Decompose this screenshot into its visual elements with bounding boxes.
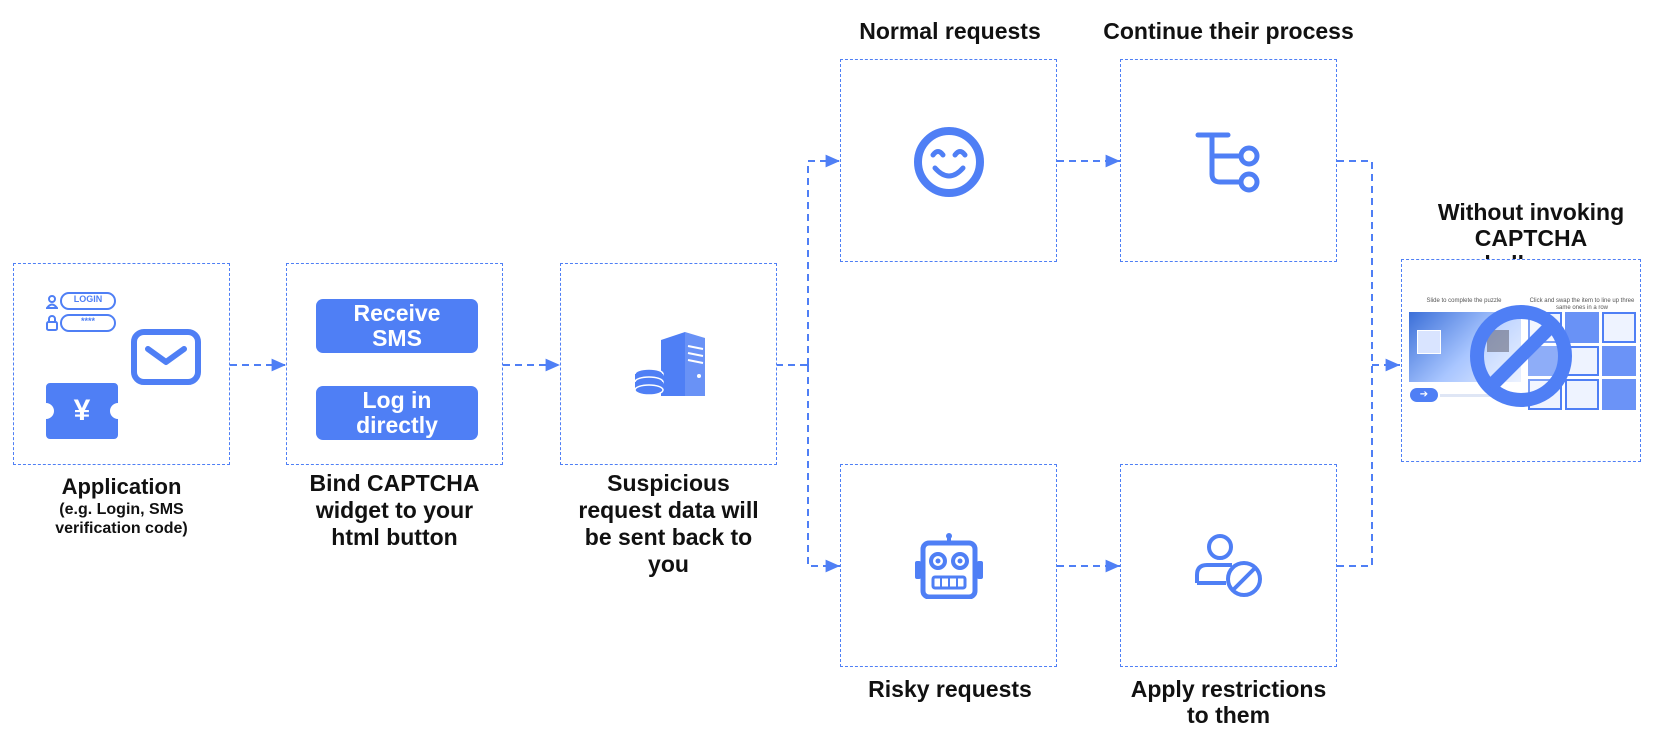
restrict-label: Apply restrictions to them [1130, 676, 1327, 728]
ticket-icon [46, 383, 118, 439]
restrict-box [1120, 464, 1337, 667]
server-database-icon [634, 332, 705, 396]
continue-box [1120, 59, 1337, 262]
log-in-directly-button[interactable]: Log in directly [316, 386, 478, 440]
user-blocked-icon [1195, 534, 1262, 597]
smiley-icon [914, 127, 984, 197]
continue-label: Continue their process [1103, 18, 1354, 44]
arrow-to-normal [807, 154, 840, 365]
application-title: Application [61, 474, 182, 499]
robot-icon [915, 533, 983, 599]
without-box: Slide to complete the puzzle Click and s… [1401, 259, 1641, 462]
user-icon [46, 295, 58, 309]
suspicious-label: Suspicious request data will be sent bac… [578, 470, 759, 577]
grid-cell[interactable] [1602, 379, 1636, 410]
receive-sms-button[interactable]: Receive SMS [316, 299, 478, 353]
suspicious-box [560, 263, 777, 465]
arrow-continue-merge [1337, 160, 1373, 365]
slider-handle[interactable]: ➔ [1410, 388, 1438, 402]
application-label: Application (e.g. Login, SMS verificatio… [13, 474, 230, 538]
risky-box [840, 464, 1057, 667]
application-box: LOGIN **** ¥ [13, 263, 230, 465]
bind-label: Bind CAPTCHA widget to your html button [309, 470, 480, 550]
swap-caption: Click and swap the item to line up three… [1529, 298, 1635, 311]
branch-flow-icon [1195, 132, 1260, 193]
grid-cell[interactable] [1565, 379, 1599, 410]
puzzle-piece [1417, 330, 1441, 354]
arrow-restrict-merge [1337, 365, 1373, 567]
login-pill: LOGIN [60, 292, 116, 310]
password-pill: **** [60, 314, 116, 332]
prohibited-icon [1470, 305, 1572, 407]
envelope-icon [131, 329, 201, 385]
grid-cell[interactable] [1602, 312, 1636, 343]
puzzle-gap [1487, 330, 1509, 352]
slider-track [1440, 394, 1520, 397]
slide-puzzle-caption: Slide to complete the puzzle [1426, 298, 1502, 304]
normal-label: Normal requests [859, 18, 1041, 44]
arrow-to-risky [807, 365, 840, 573]
risky-label: Risky requests [868, 676, 1032, 702]
application-subtitle: (e.g. Login, SMS verification code) [55, 501, 188, 537]
grid-cell[interactable] [1565, 312, 1599, 343]
lock-icon [46, 315, 58, 331]
normal-box [840, 59, 1057, 262]
grid-cell[interactable] [1602, 345, 1636, 377]
bind-box: Receive SMS Log in directly [286, 263, 503, 465]
yen-symbol: ¥ [73, 394, 91, 427]
